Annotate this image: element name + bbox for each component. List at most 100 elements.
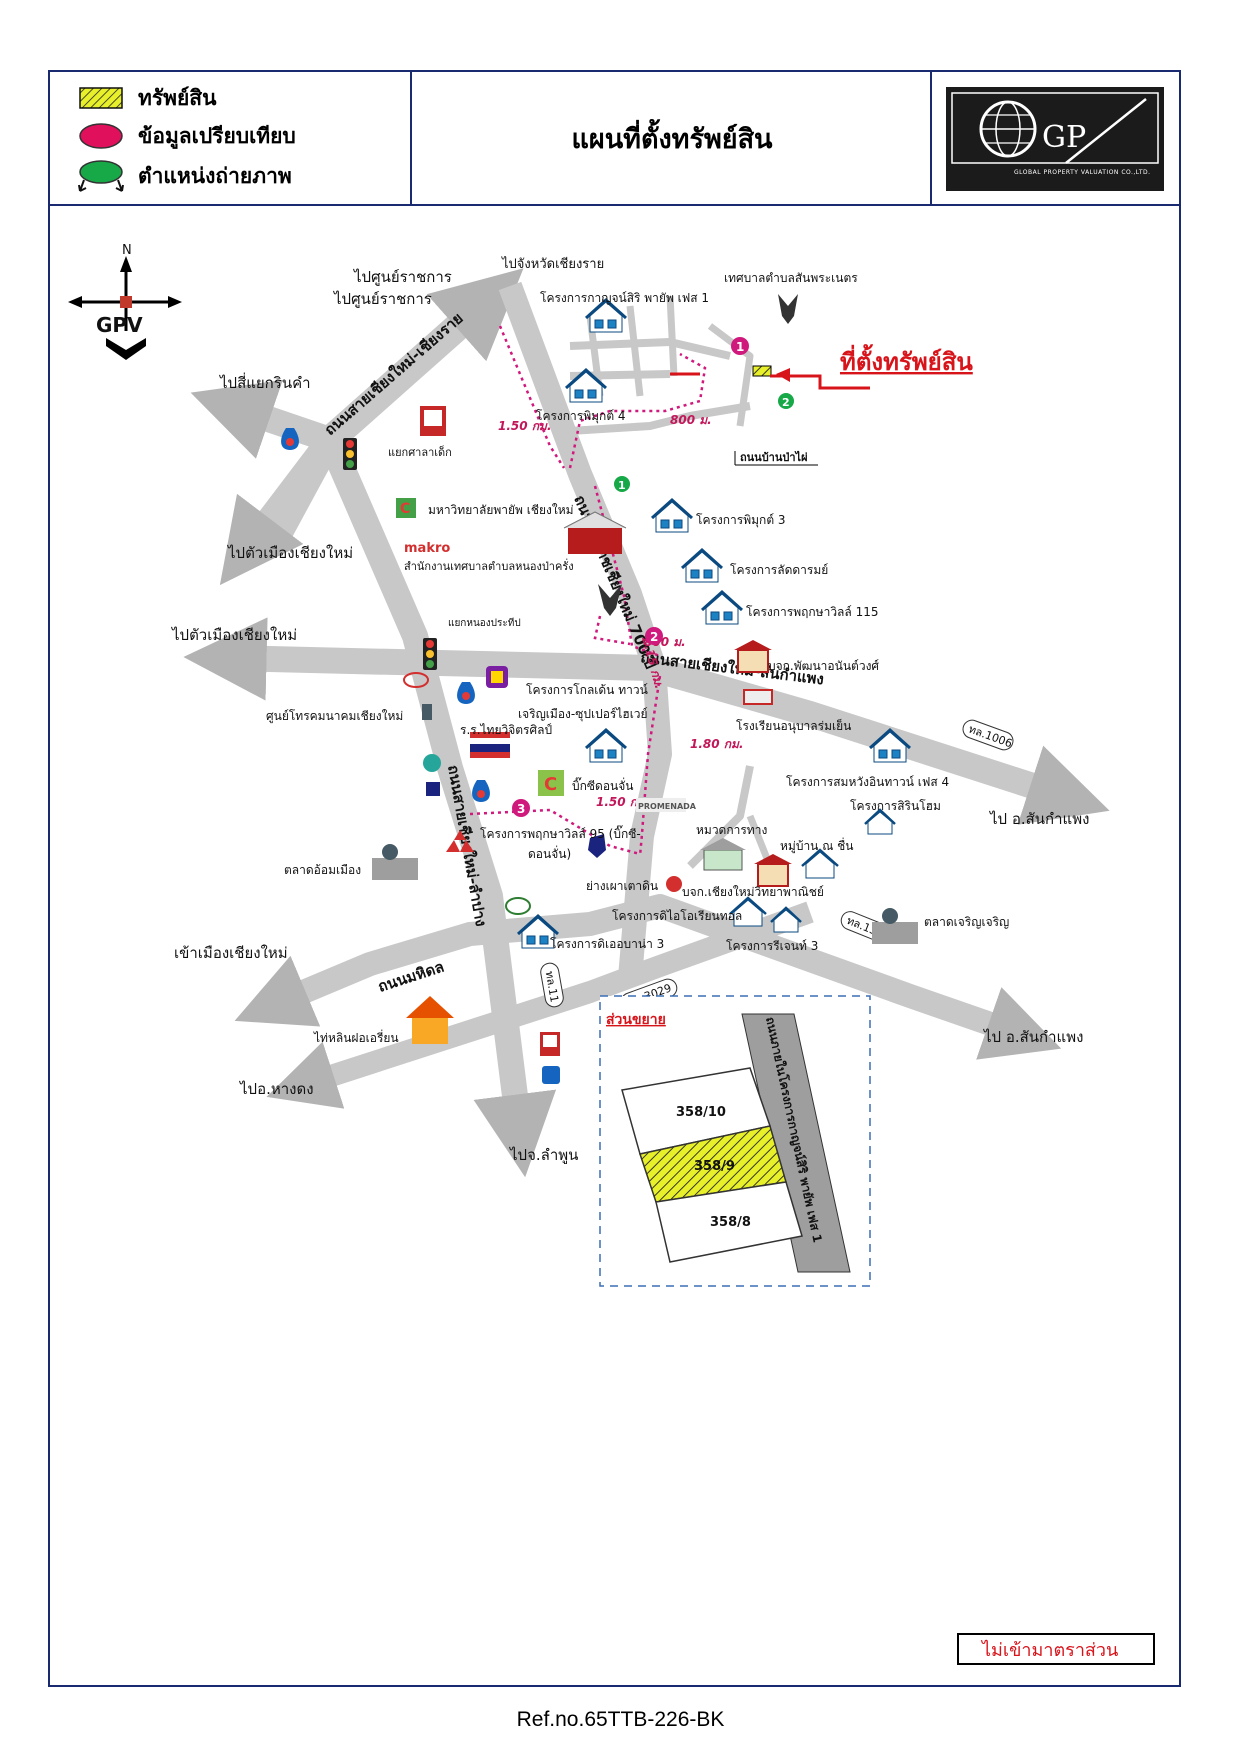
comparable-marker: 3	[512, 799, 530, 817]
comparable-marker: 2	[645, 627, 663, 645]
legend-comparable: ข้อมูลเปรียบเทียบ	[78, 118, 296, 154]
poi-label: แยกหนองประทีป	[448, 617, 521, 629]
svg-text:C: C	[544, 774, 557, 795]
dest-label: ไปตัวเมืองเชียงใหม่	[171, 626, 297, 644]
route-sign-tl11: ทล.11	[540, 962, 564, 1008]
poi-label: ตลาดอ้อมเมือง	[284, 863, 361, 877]
svg-text:makro: makro	[404, 541, 450, 556]
toyota-icon	[403, 672, 429, 688]
comparable-marker: 1	[731, 337, 749, 355]
poi-label: เทศบาลตำบลสันพระเนตร	[724, 271, 858, 285]
poi-label: หมู่บ้าน ณ ชื่น	[780, 837, 854, 854]
asset-location-label: ที่ตั้งทรัพย์สิน	[840, 343, 973, 376]
legend-comparable-label: ข้อมูลเปรียบเทียบ	[138, 123, 296, 148]
svg-text:1: 1	[618, 479, 626, 492]
poi-label: โครงการพฤกษาวิลล์ 115	[746, 605, 878, 619]
house-icon	[584, 727, 628, 763]
reference-number: Ref.no.65TTB-226-BK	[516, 1708, 725, 1731]
poi-label: โครงการสมหวังอินทาวน์ เฟส 4	[786, 775, 949, 789]
makro-logo: makro	[404, 541, 450, 556]
poi-label: ร.ร.ไทยวิจิตรศิลป์	[460, 723, 552, 737]
poi-label: หมวดการทาง	[696, 823, 767, 837]
plot-label: 358/10	[676, 1105, 726, 1120]
svg-text:2: 2	[650, 630, 658, 644]
logo-letters: GP	[1042, 120, 1086, 155]
poi-label: โครงการดิไอโอเรียนทอล	[612, 909, 742, 923]
house-icon	[864, 808, 896, 835]
dest-label: ไปอ.หางดง	[239, 1080, 314, 1098]
distance-label: 800 ม.	[670, 413, 712, 427]
traffic-light-icon	[423, 638, 437, 670]
dest-label: ไปจังหวัดเชียงราย	[501, 256, 604, 272]
traffic-light-icon	[343, 438, 357, 470]
house-icon	[564, 367, 608, 403]
poi-label: โครงการโกลเด้น ทาวน์	[526, 683, 648, 697]
poi-label: โครงการสิรินโฮม	[850, 799, 941, 813]
inset-map: ส่วนขยาย ถนนภายในโครงการกาญจน์สิริ พายัพ…	[599, 995, 871, 1287]
not-to-scale-label: ไม่เข้ามาตราส่วน	[980, 1639, 1118, 1661]
compass-north: N	[122, 243, 132, 258]
telecom-icon	[422, 704, 432, 720]
poi-label: โครงการพิมุกต์ 4	[536, 409, 626, 424]
poi-label: ดอนจั่น)	[528, 845, 571, 861]
distance-label: 1.50 กม.	[498, 419, 552, 433]
not-to-scale-box: ไม่เข้ามาตราส่วน	[957, 1633, 1155, 1665]
market-icon	[872, 908, 918, 944]
header-divider	[410, 70, 412, 206]
office-icon	[700, 838, 746, 871]
bank-icon	[542, 1066, 560, 1084]
poi-label: แยกศาลาเด็ก	[388, 445, 452, 459]
poi-label: โครงการรีเจนท์ 3	[726, 939, 818, 953]
garuda-icon	[778, 294, 798, 324]
isuzu-icon	[420, 406, 446, 436]
market-icon	[372, 844, 418, 880]
isuzu-icon	[540, 1032, 560, 1056]
promenada-logo: PROMENADA	[636, 798, 697, 812]
route-sign-tl1006: ทล.1006	[962, 719, 1014, 751]
svg-text:2: 2	[782, 396, 790, 409]
housing-icons	[516, 297, 912, 949]
road-label-ban-pa-phai: ถนนบ้านป่าไผ่	[740, 450, 808, 464]
poi-label: โครงการพิมุกต์ 3	[696, 513, 786, 528]
logo-subtext: GLOBAL PROPERTY VALUATION CO.,LTD.	[1014, 169, 1151, 176]
plot-label: 358/8	[710, 1215, 751, 1230]
poi-label: ไท่หลินฝอเอรี่ยน	[313, 1029, 399, 1045]
dest-label: ไปศูนย์ราชการ	[353, 268, 452, 286]
route-lines	[469, 325, 707, 857]
plot-358-8	[655, 1181, 803, 1263]
location-map: N GPV	[68, 243, 1155, 1665]
legend-photo-label: ตำแหน่งถ่ายภาพ	[138, 163, 292, 188]
poi-label: เจริญเมือง-ซุปเปอร์ไฮเวย์	[518, 707, 648, 722]
header	[48, 70, 1181, 206]
photo-marker: 1	[614, 476, 630, 492]
poi-label: มหาวิทยาลัยพายัพ เชียงใหม่	[428, 503, 574, 517]
svg-text:PROMENADA: PROMENADA	[638, 802, 697, 811]
dest-label: ไป อ.สันกำแพง	[983, 1028, 1083, 1046]
poi-label: โครงการพฤกษาวิลล์ 95 (บิ๊กซี-	[480, 825, 641, 841]
house-icon	[868, 727, 912, 763]
lpg-icon	[505, 897, 531, 915]
asset-swatch-icon	[79, 87, 123, 109]
dest-label: ไปจ.ลำพูน	[509, 1146, 578, 1164]
legend-photo: ตำแหน่งถ่ายภาพ	[78, 158, 292, 194]
house-icon	[584, 297, 628, 333]
poi-label: ตลาดเจริญเจริญ	[924, 915, 1009, 929]
house-icon	[770, 906, 802, 933]
restaurant-icon	[666, 876, 682, 892]
asset-spot	[752, 365, 772, 377]
house-icon	[516, 913, 560, 949]
compass-brand: GPV	[96, 313, 143, 337]
dest-label: ไปตัวเมืองเชียงใหม่	[227, 544, 353, 562]
plot-label: 358/9	[694, 1159, 735, 1174]
dest-label: ไปสี่แยกรินคำ	[219, 372, 311, 392]
distance-label: 1.80 กม.	[690, 737, 744, 751]
poi-label: บิ๊กซีดอนจั่น	[572, 777, 633, 793]
dest-label: ไปศูนย์ราชการ	[333, 290, 432, 308]
ptt-icon	[457, 682, 475, 704]
bigc-icon: C	[538, 770, 564, 796]
svg-text:3: 3	[517, 802, 525, 816]
police-icon	[588, 834, 606, 858]
poi-label: บจก.พัฒนาอนันต์วงศ์	[768, 659, 879, 673]
school-icon	[563, 511, 627, 554]
temple-icon	[406, 996, 454, 1044]
